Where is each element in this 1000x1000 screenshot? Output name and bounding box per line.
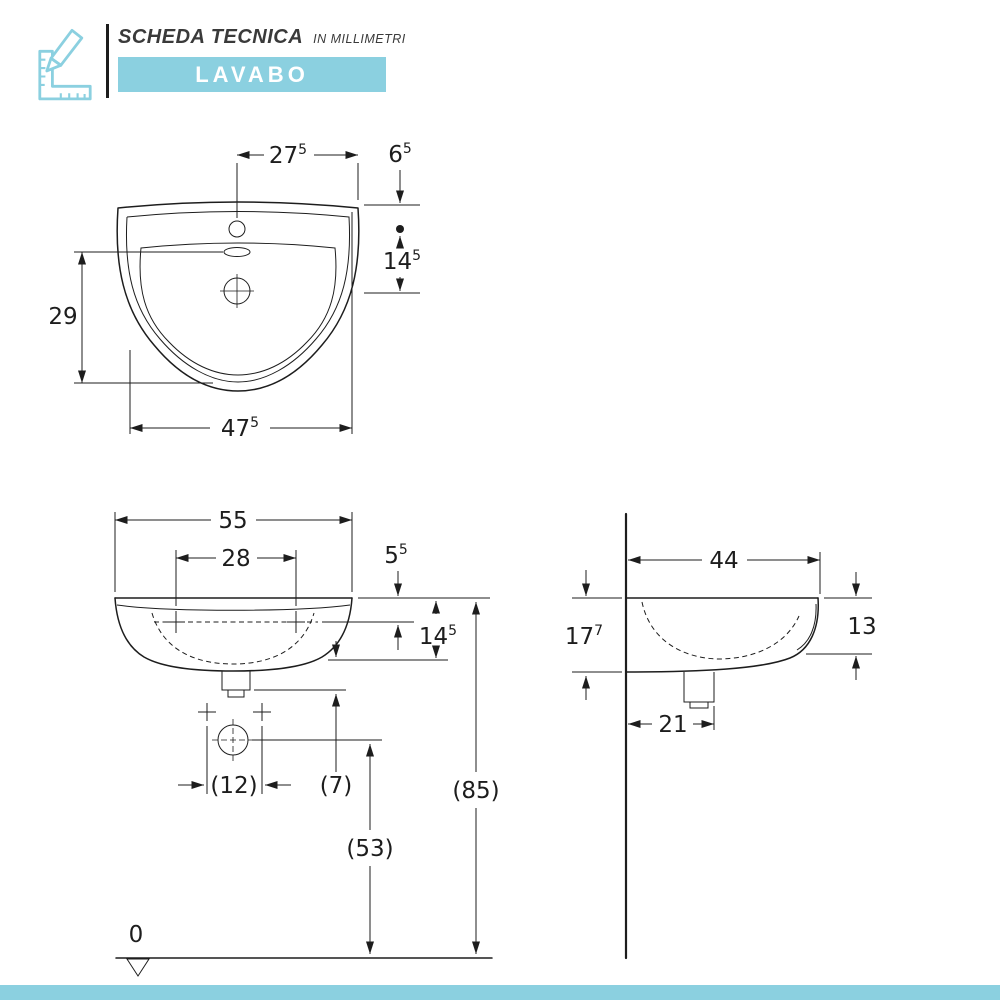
dim-label-28: 28 xyxy=(221,546,250,572)
dim-front-fixing-spacing: (12) xyxy=(178,726,291,799)
dim-label-44: 44 xyxy=(709,548,738,574)
dim-label-17-7: 177 xyxy=(565,623,603,650)
extension-lines xyxy=(806,597,872,655)
side-view: 44 13 177 21 xyxy=(565,512,877,960)
dim-top-center-to-edge: 275 xyxy=(236,142,359,218)
floor-datum: 0 xyxy=(115,922,493,977)
hidden-bowl-side xyxy=(641,601,800,660)
basin-rim-inner-top xyxy=(126,211,350,383)
dim-top-edge-to-taphole: 65 xyxy=(364,141,420,233)
overflow-top xyxy=(223,247,251,257)
extension-lines xyxy=(236,163,359,218)
dim-front-drain-height: (53) xyxy=(252,739,394,954)
dim-label-12: (12) xyxy=(210,773,257,799)
front-view: 55 28 55 145 xyxy=(114,508,500,977)
dim-label-0: 0 xyxy=(129,922,144,948)
bowl-outline-top xyxy=(139,242,337,376)
extension-lines xyxy=(129,212,353,434)
dim-side-depth: 44 xyxy=(628,548,821,594)
dim-top-bowl-depth: 29 xyxy=(48,251,223,384)
extension-lines xyxy=(114,512,353,592)
basin-rim-line-front xyxy=(116,604,351,611)
taphole-top xyxy=(228,220,246,238)
ruler-pencil-icon xyxy=(38,28,92,101)
basin-outline-top xyxy=(116,201,360,392)
top-view: 275 65 145 29 xyxy=(48,141,421,442)
dim-top-front-width: 475 xyxy=(129,212,353,442)
dim-label-5-5: 55 xyxy=(384,542,408,569)
dim-label-85: (85) xyxy=(452,778,499,804)
dim-label-21: 21 xyxy=(658,712,687,738)
extension-lines xyxy=(74,251,223,384)
basin-body-side xyxy=(625,597,819,673)
dim-front-rim-height: 145 xyxy=(328,597,490,661)
dim-front-edge-to-taphole: 55 xyxy=(322,542,414,650)
dim-side-trap-distance: 21 xyxy=(628,706,715,738)
fixing-hole-marks xyxy=(198,703,271,721)
dim-side-front-edge-height: 13 xyxy=(806,572,877,680)
datum-triangle-icon xyxy=(126,958,150,977)
dim-label-6-5: 65 xyxy=(388,141,412,168)
drain-pipe-crosshair xyxy=(212,719,254,761)
header: SCHEDA TECNICA IN MILLIMETRI LAVABO xyxy=(30,20,406,110)
drain-trap-side xyxy=(683,672,715,709)
dim-front-trap-offset: (7) xyxy=(254,641,352,799)
hidden-bowl-front xyxy=(151,612,315,665)
dim-front-taphole-spacing: 28 xyxy=(175,546,297,606)
dim-front-width: 55 xyxy=(114,508,353,592)
header-divider xyxy=(106,24,109,98)
dim-label-53: (53) xyxy=(346,836,393,862)
dim-label-14-5-front: 145 xyxy=(419,623,457,650)
taphole-marks-front xyxy=(167,611,305,633)
drain-crosshair-top xyxy=(220,274,254,308)
dim-label-7: (7) xyxy=(320,773,353,799)
basin-front-inner-side xyxy=(796,603,817,651)
dim-label-55: 55 xyxy=(218,508,247,534)
square-ruler-shape xyxy=(38,49,92,101)
header-titles: SCHEDA TECNICA IN MILLIMETRI LAVABO xyxy=(118,20,406,92)
extension-lines xyxy=(206,726,263,794)
bottom-accent-bar xyxy=(0,985,1000,1000)
taphole-reference-dot xyxy=(396,225,404,233)
ruler-ticks xyxy=(39,58,86,99)
dim-top-taphole-to-drain: 145 xyxy=(364,236,421,294)
basin-body-front xyxy=(114,597,353,672)
dim-label-47-5: 475 xyxy=(221,415,259,442)
dim-label-13: 13 xyxy=(847,614,876,640)
dim-label-14-5: 145 xyxy=(383,248,421,275)
dim-label-29: 29 xyxy=(48,304,77,330)
extension-lines xyxy=(572,597,622,673)
page-subtitle: IN MILLIMETRI xyxy=(313,32,406,46)
dim-label-27-5: 275 xyxy=(269,142,307,169)
drain-trap-front xyxy=(221,671,251,698)
product-banner: LAVABO xyxy=(118,57,386,92)
dim-side-wall-edge-height: 177 xyxy=(565,570,622,700)
pencil-tip xyxy=(45,56,63,73)
page-title: SCHEDA TECNICA xyxy=(118,26,304,48)
dim-front-top-edge-height: (85) xyxy=(452,602,500,954)
